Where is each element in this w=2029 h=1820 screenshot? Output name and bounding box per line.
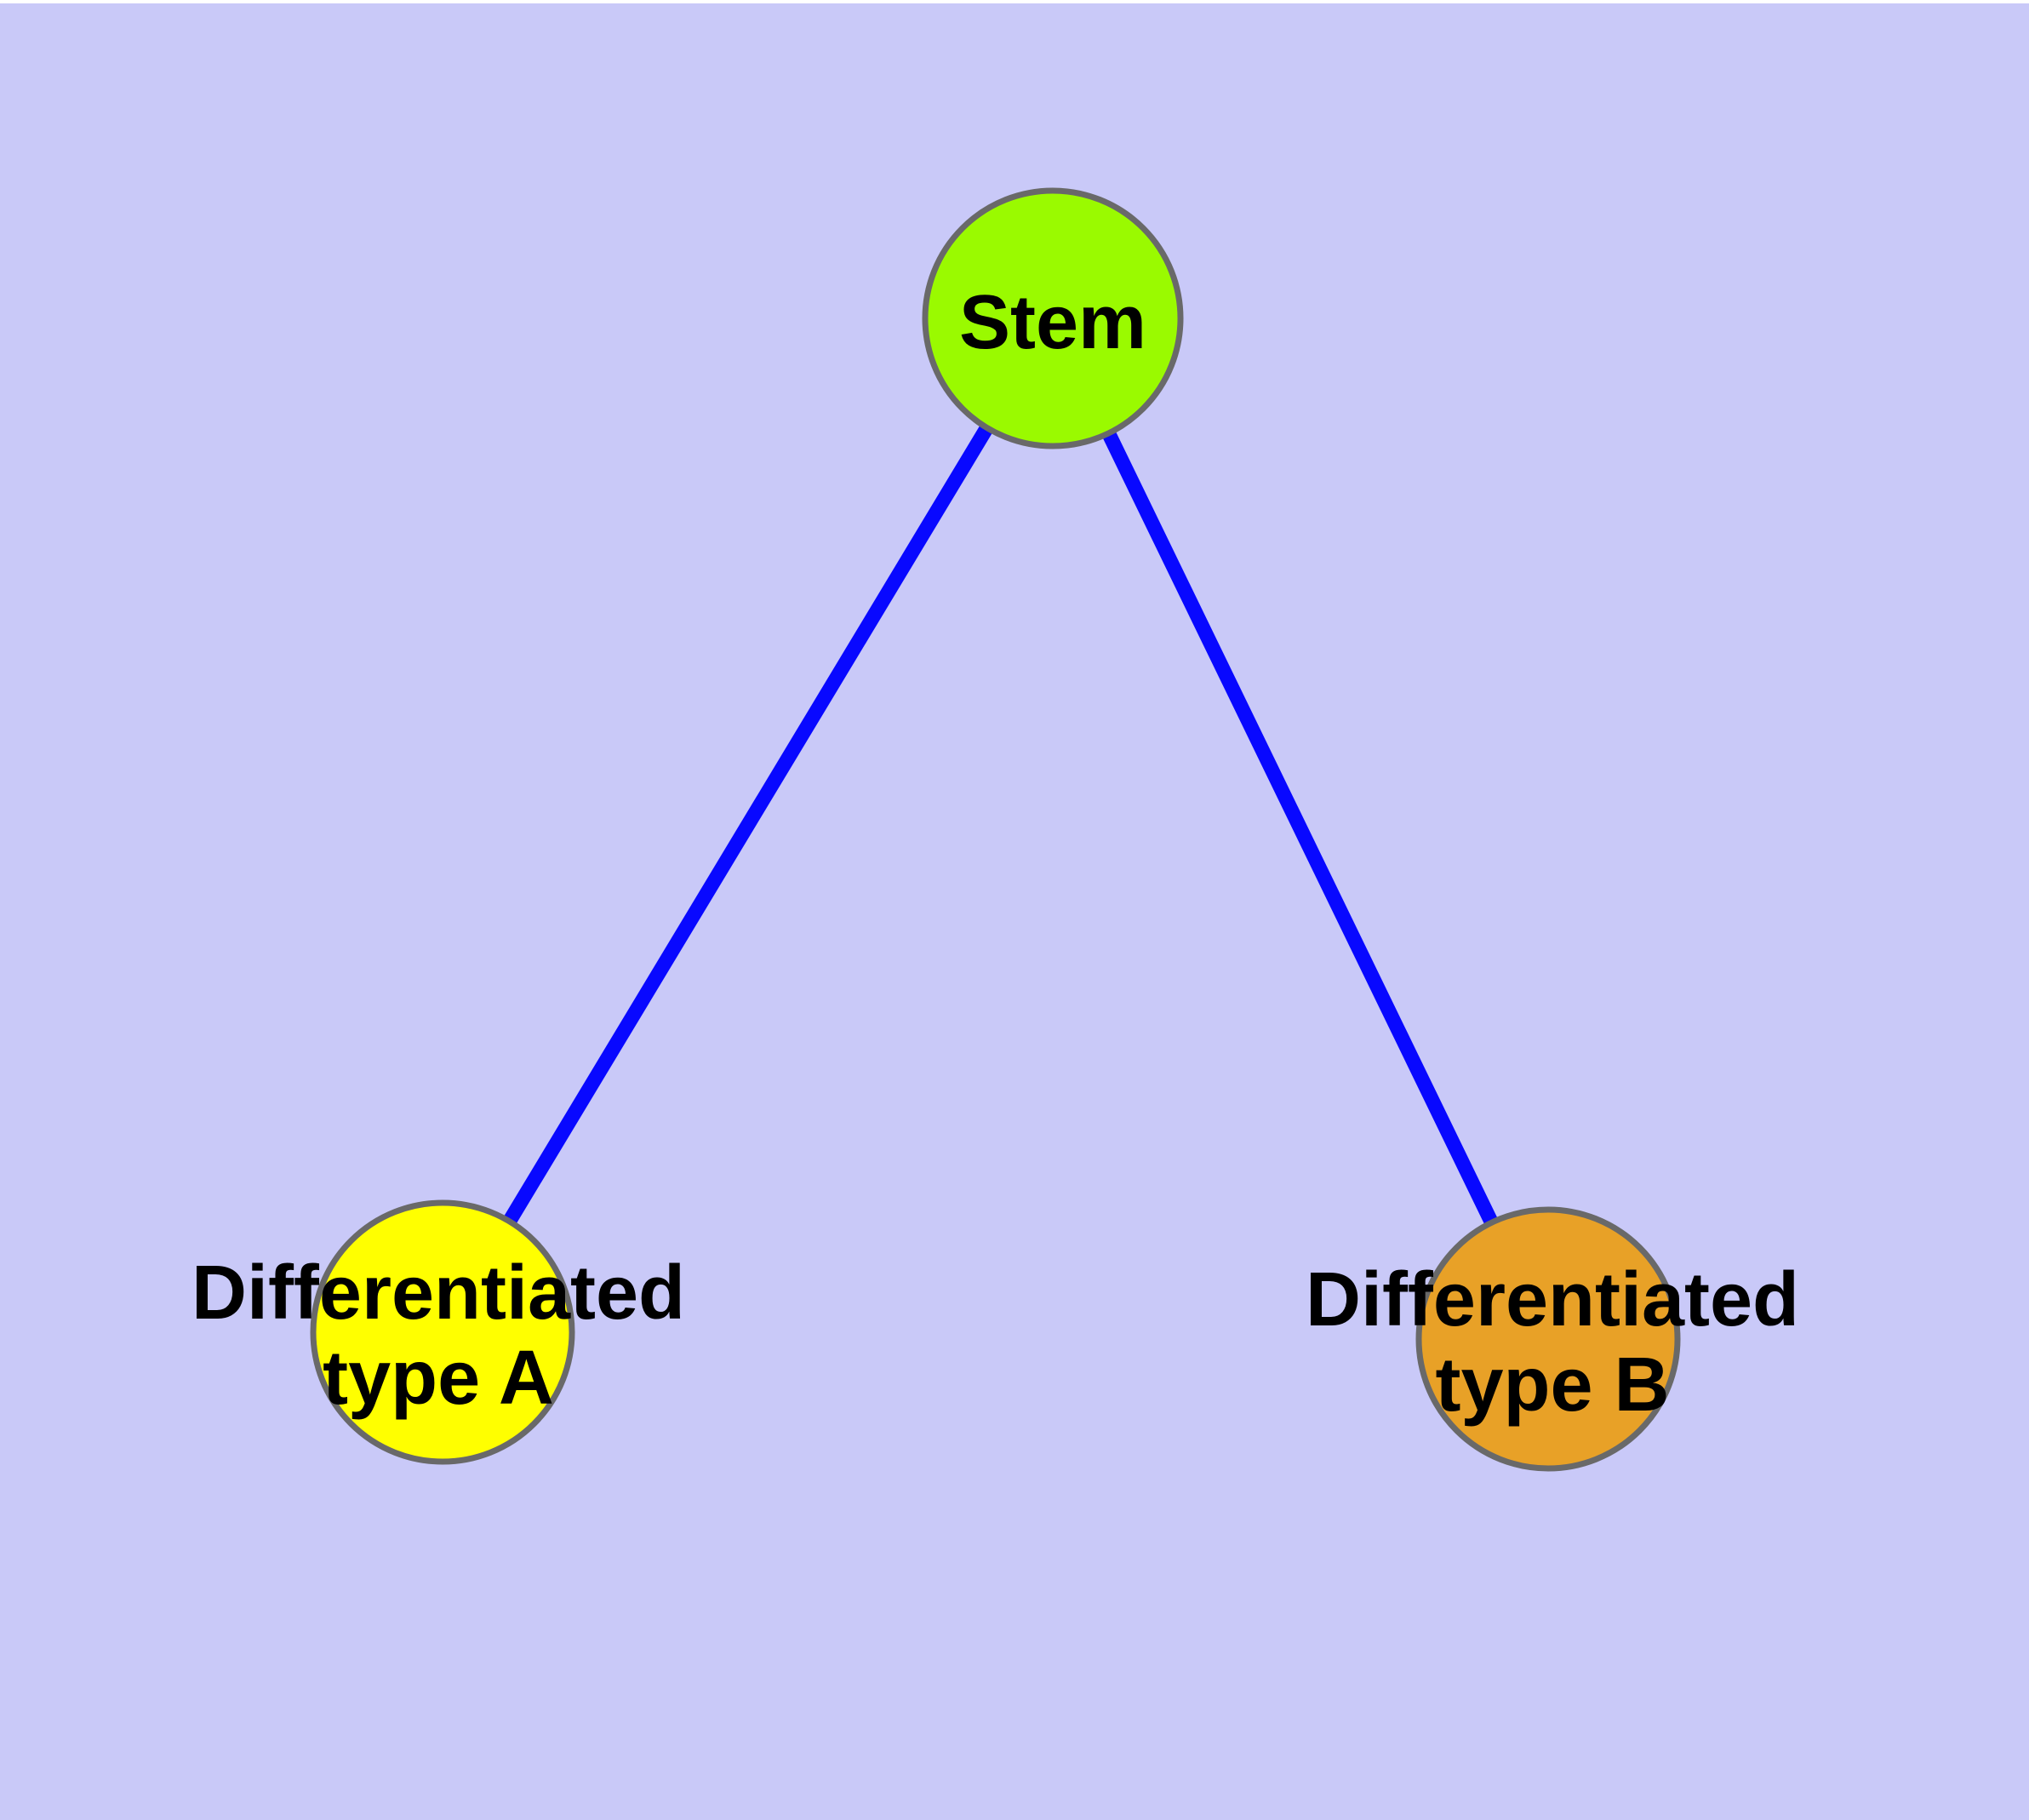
node-type-a-label-line2: type A	[323, 1336, 554, 1421]
node-stem-label: Stem	[959, 280, 1146, 365]
node-differentiated-type-a	[310, 1199, 575, 1465]
node-differentiated-type-b	[1415, 1206, 1681, 1472]
node-stem	[922, 187, 1184, 449]
top-margin-strip	[0, 0, 2029, 3]
edge-stem-to-type-a	[436, 314, 1060, 1336]
edge-stem-to-type-b	[1046, 315, 1555, 1342]
node-type-b-label-line1: Differentiated	[1306, 1257, 1799, 1342]
node-type-a-label-line1: Differentiated	[191, 1251, 685, 1336]
node-type-b-label-line2: type B	[1435, 1342, 1669, 1428]
